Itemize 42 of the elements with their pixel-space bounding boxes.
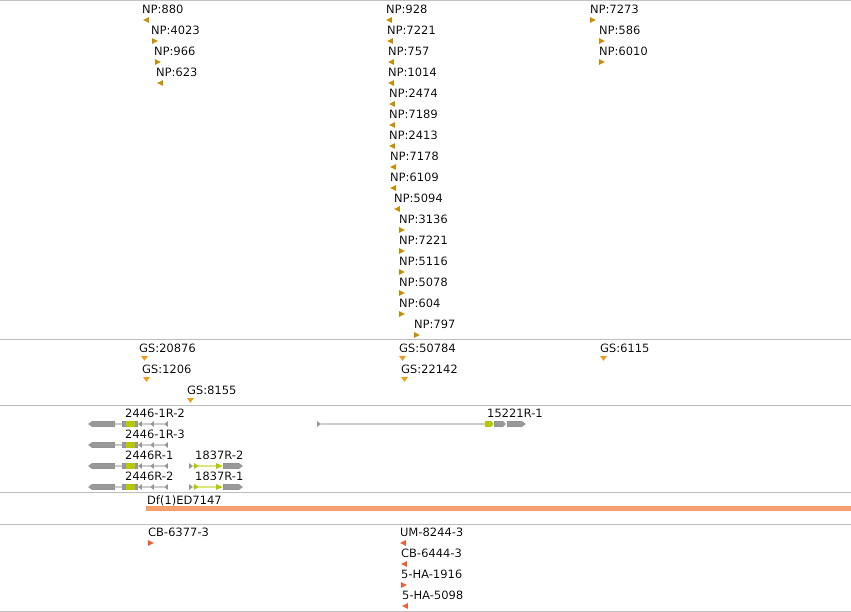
feature-label: GS:1206 — [142, 362, 192, 376]
feature-label: NP:2413 — [389, 128, 438, 142]
feature-label: UM-8244-3 — [400, 525, 464, 539]
feature-label: NP:7189 — [389, 107, 438, 121]
feature-label: NP:7273 — [590, 2, 639, 16]
feature-label: CB-6444-3 — [401, 546, 462, 560]
feature-label: 2446-1R-3 — [125, 427, 185, 441]
feature-label: NP:4023 — [151, 23, 200, 37]
feature-label: 5-HA-1916 — [401, 567, 462, 581]
feature-label: 15221R-1 — [487, 406, 543, 420]
feature-label: GS:8155 — [187, 383, 236, 397]
feature-label: 1837R-1 — [195, 469, 244, 483]
feature-label: 1837R-2 — [195, 448, 244, 462]
feature-label: NP:880 — [142, 2, 184, 16]
feature-label: NP:5078 — [399, 275, 448, 289]
feature-label: 2446-1R-2 — [125, 406, 185, 420]
feature-label: NP:797 — [414, 317, 456, 331]
feature-label: NP:757 — [388, 44, 430, 58]
feature-label: NP:1014 — [388, 65, 437, 79]
feature-label: NP:928 — [386, 2, 428, 16]
feature-label: NP:3136 — [399, 212, 448, 226]
feature-label: 2446R-2 — [125, 469, 174, 483]
feature-label: GS:50784 — [399, 341, 456, 355]
feature-label: NP:7221 — [387, 23, 436, 37]
feature-label: NP:623 — [156, 65, 198, 79]
feature-label: 5-HA-5098 — [402, 588, 464, 602]
feature-label: NP:966 — [154, 44, 196, 58]
feature-label: NP:2474 — [389, 86, 438, 100]
feature-label: CB-6377-3 — [148, 525, 209, 539]
feature-label: NP:586 — [599, 23, 640, 37]
feature-label: NP:6109 — [390, 170, 439, 184]
feature-label: NP:5116 — [399, 254, 448, 268]
feature-label: GS:6115 — [600, 341, 650, 355]
feature-label: NP:5094 — [394, 191, 443, 205]
feature-label: NP:7221 — [399, 233, 448, 247]
feature-label: NP:604 — [399, 296, 440, 310]
feature-label: NP:7178 — [390, 149, 439, 163]
feature-label: GS:20876 — [139, 341, 196, 355]
feature-label: Df(1)ED7147 — [147, 493, 222, 507]
feature-label: 2446R-1 — [125, 448, 174, 462]
feature-label: NP:6010 — [599, 44, 648, 58]
feature-label: GS:22142 — [401, 362, 458, 376]
